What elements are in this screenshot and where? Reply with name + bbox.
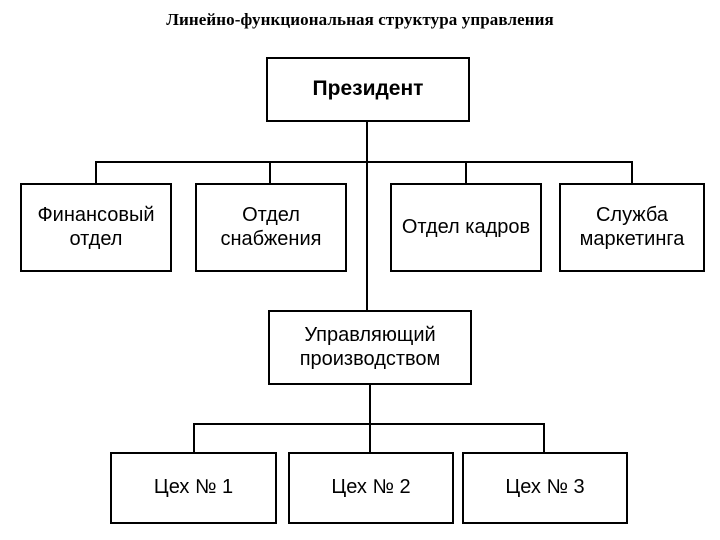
node-president-label: Президент [312,77,424,101]
connector-stub-marketing [631,161,633,183]
node-shop-1[interactable]: Цех № 1 [110,452,277,524]
connector-stub-supply [269,161,271,183]
node-shop-1-label: Цех № 1 [153,476,234,499]
node-shop-3-label: Цех № 3 [505,476,585,499]
node-marketing-service-label: Служба маркетинга [579,203,685,250]
connector-stub-finance [95,161,97,183]
node-supply-department[interactable]: Отдел снабжения [195,183,347,272]
node-shop-2[interactable]: Цех № 2 [288,452,454,524]
node-finance-department-label: Финансовый отдел [37,203,155,250]
node-president[interactable]: Президент [266,57,470,122]
connector-president-trunk [366,122,368,310]
node-hr-department[interactable]: Отдел кадров [390,183,542,272]
node-marketing-service[interactable]: Служба маркетинга [559,183,705,272]
node-supply-department-label: Отдел снабжения [220,203,322,250]
connector-stub-shop2 [369,423,371,452]
connector-manager-trunk [369,385,371,424]
node-finance-department[interactable]: Финансовый отдел [20,183,172,272]
connector-stub-hr [465,161,467,183]
node-hr-department-label: Отдел кадров [401,215,531,238]
connector-stub-shop3 [543,423,545,452]
node-production-manager[interactable]: Управляющий производством [268,310,472,385]
node-production-manager-label: Управляющий производством [299,323,441,370]
page-title: Линейно-функциональная структура управле… [166,10,554,29]
connector-upper-bus [95,161,633,163]
node-shop-2-label: Цех № 2 [331,476,411,499]
connector-stub-shop1 [193,423,195,452]
node-shop-3[interactable]: Цех № 3 [462,452,628,524]
